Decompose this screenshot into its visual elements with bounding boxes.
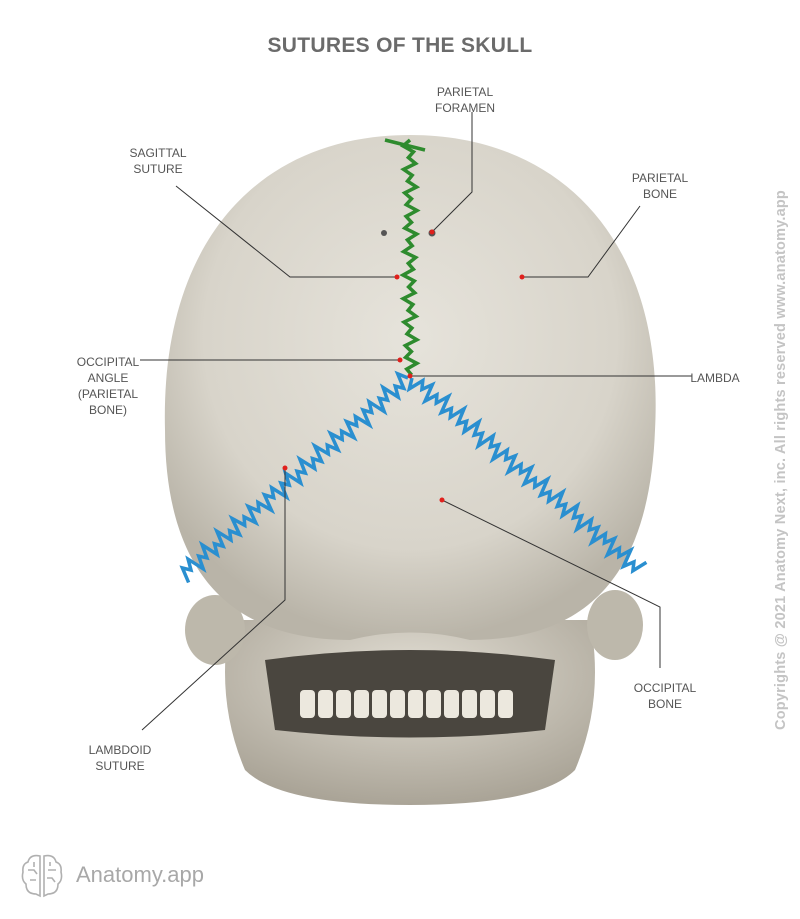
logo: Anatomy.app bbox=[20, 852, 204, 898]
leader-sagittal-suture bbox=[175, 185, 397, 278]
tooth bbox=[498, 690, 513, 718]
tooth bbox=[426, 690, 441, 718]
leader-lambdoid-suture bbox=[141, 468, 286, 731]
lambdoid-suture-left bbox=[179, 370, 409, 584]
tooth bbox=[354, 690, 369, 718]
tooth bbox=[372, 690, 387, 718]
diagram-title: SUTURES OF THE SKULL bbox=[267, 34, 533, 57]
label-lambda: LAMBDA bbox=[690, 371, 740, 385]
logo-text: Anatomy.app bbox=[76, 862, 205, 887]
markers bbox=[282, 229, 525, 503]
mastoid-left bbox=[185, 595, 245, 665]
lambdoid-suture-right bbox=[406, 377, 648, 575]
copyright-notice: Copyrights @ 2021 Anatomy Next, inc. All… bbox=[773, 190, 789, 730]
mastoid-right bbox=[587, 590, 643, 660]
parietal-foramen-left bbox=[381, 230, 387, 236]
tooth bbox=[444, 690, 459, 718]
leader-parietal-foramen bbox=[431, 112, 473, 233]
brain-icon bbox=[21, 854, 63, 898]
teeth bbox=[300, 690, 513, 718]
leader-occipital-bone bbox=[441, 499, 661, 668]
tooth bbox=[408, 690, 423, 718]
leader-lines bbox=[140, 112, 692, 731]
tooth bbox=[336, 690, 351, 718]
tooth bbox=[300, 690, 315, 718]
sagittal-suture bbox=[384, 138, 426, 377]
tooth bbox=[462, 690, 477, 718]
leader-parietal-bone bbox=[522, 205, 641, 278]
tooth bbox=[480, 690, 495, 718]
tooth bbox=[390, 690, 405, 718]
tooth bbox=[318, 690, 333, 718]
